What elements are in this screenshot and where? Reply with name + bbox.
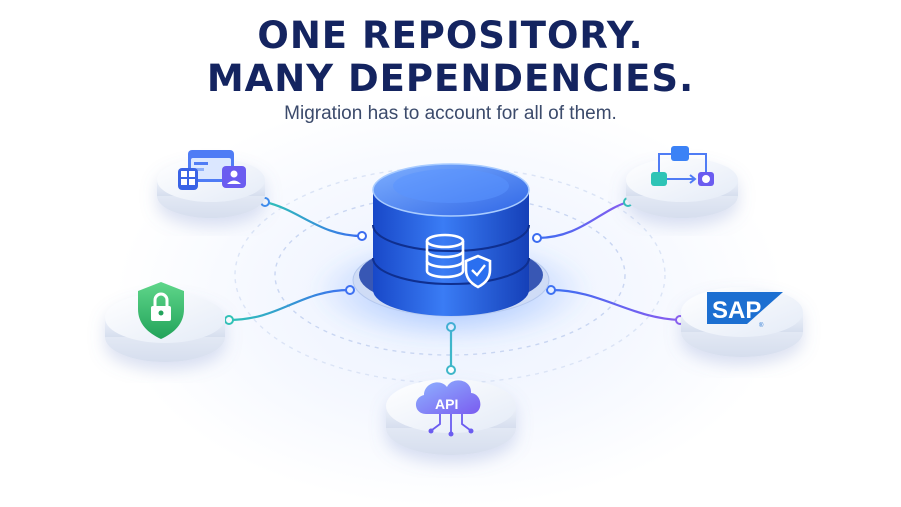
shield-lock-icon	[138, 282, 184, 339]
orbit-ring-far	[234, 166, 666, 384]
connector-dashboard	[264, 200, 363, 238]
sap-label: SAP	[712, 297, 761, 324]
connector-workflow	[536, 200, 629, 240]
database-shield-icon	[425, 233, 492, 289]
api-label: API	[435, 396, 458, 412]
node-sap: SAP ®	[681, 287, 803, 357]
subtitle: Migration has to account for all of them…	[284, 103, 617, 124]
svg-text:®: ®	[759, 322, 764, 329]
node-workflow	[626, 146, 738, 218]
headline-line-1: ONE REPOSITORY.	[257, 14, 644, 57]
headline-line-2: MANY DEPENDENCIES.	[206, 57, 695, 100]
workflow-icon	[651, 146, 714, 186]
api-cloud-icon: API	[415, 380, 481, 437]
node-api: API	[386, 379, 516, 455]
node-dashboard	[157, 150, 265, 218]
dashboard-icon	[178, 150, 246, 190]
sap-logo: SAP ®	[707, 292, 783, 329]
node-security	[105, 282, 225, 362]
repository-database	[311, 163, 591, 345]
